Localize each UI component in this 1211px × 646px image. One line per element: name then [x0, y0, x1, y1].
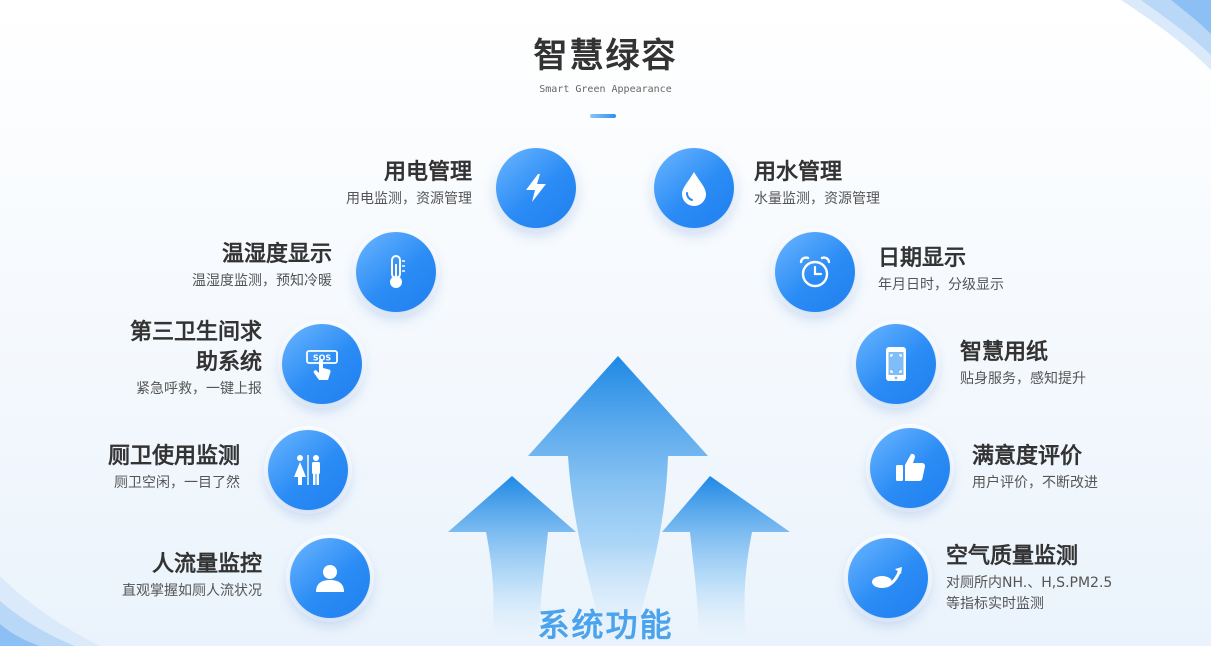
- arrows-up-icon: [448, 356, 790, 646]
- feature-desc: 紧急呼救，一键上报: [136, 381, 262, 397]
- feature-water-text: 用水管理 水量监测，资源管理: [754, 158, 994, 209]
- feature-temperature-text: 温湿度显示 温湿度监测，预知冷暖: [92, 240, 332, 291]
- page-title: 智慧绿容: [533, 36, 678, 76]
- feature-restroom: [268, 430, 348, 510]
- feature-desc: 年月日时，分级显示: [878, 277, 1004, 293]
- feature-sos: SOS: [282, 324, 362, 404]
- lightning-icon: [526, 174, 546, 202]
- feature-name: 满意度评价: [972, 444, 1083, 469]
- feature-desc: 直观掌握如厕人流状况: [122, 583, 262, 599]
- feature-desc: 水量监测，资源管理: [754, 191, 880, 207]
- water-drop-icon: [682, 172, 706, 206]
- feature-desc-line2: 等指标实时监测: [946, 596, 1044, 612]
- feature-rating-text: 满意度评价 用户评价，不断改进: [972, 442, 1211, 493]
- air-flow-icon: [872, 567, 902, 588]
- feature-name: 用电管理: [383, 160, 472, 185]
- feature-paper: [856, 324, 936, 404]
- thumbs-up-icon: [896, 453, 926, 481]
- feature-rating: [870, 428, 950, 508]
- restroom-icon: [294, 455, 320, 485]
- corner-wave-top-right: [1121, 0, 1211, 70]
- feature-people-flow: [290, 538, 370, 618]
- feature-date-text: 日期显示 年月日时，分级显示: [878, 244, 1118, 295]
- page-subtitle: Smart Green Appearance: [539, 84, 672, 95]
- feature-name: 空气质量监测: [946, 544, 1079, 569]
- feature-desc: 贴身服务，感知提升: [960, 371, 1086, 387]
- feature-desc: 温湿度监测，预知冷暖: [192, 273, 332, 289]
- feature-electricity: [496, 148, 576, 228]
- feature-name: 温湿度显示: [221, 242, 332, 267]
- system-function-label: 系统功能: [537, 606, 674, 644]
- feature-desc: 用电监测，资源管理: [346, 191, 472, 207]
- feature-name: 日期显示: [878, 246, 967, 271]
- corner-wave-bottom-left: [0, 576, 100, 646]
- feature-paper-text: 智慧用纸 贴身服务，感知提升: [960, 338, 1200, 389]
- svg-text:SOS: SOS: [313, 354, 332, 363]
- feature-name: 第三卫生间求: [129, 320, 262, 345]
- feature-desc: 厕卫空闲，一目了然: [114, 475, 240, 491]
- feature-date: [775, 232, 855, 312]
- feature-name: 厕卫使用监测: [107, 444, 240, 469]
- feature-air-quality-text: 空气质量监测 对厕所内NH.、H,S.PM2.5 等指标实时监测: [946, 542, 1186, 614]
- feature-people-flow-text: 人流量监控 直观掌握如厕人流状况: [22, 550, 262, 601]
- person-icon: [316, 565, 344, 592]
- feature-restroom-text: 厕卫使用监测 厕卫空闲，一目了然: [0, 442, 240, 493]
- feature-desc: 对厕所内NH.、H,S.PM2.5: [946, 575, 1113, 591]
- title-underline: [590, 114, 616, 118]
- feature-water: [654, 148, 734, 228]
- phone-scan-icon: [886, 347, 906, 381]
- feature-name: 用水管理: [754, 160, 843, 185]
- sos-hand-icon: SOS: [306, 350, 338, 380]
- feature-sos-text: 第三卫生间求 助系统 紧急呼救，一键上报: [22, 318, 262, 399]
- thermometer-icon: [390, 255, 405, 288]
- alarm-clock-icon: [799, 256, 831, 288]
- feature-temperature: [356, 232, 436, 312]
- feature-desc: 用户评价，不断改进: [972, 475, 1098, 491]
- feature-name: 智慧用纸: [960, 340, 1049, 365]
- feature-air-quality: [848, 538, 928, 618]
- feature-name-line2: 助系统: [195, 350, 262, 375]
- feature-electricity-text: 用电管理 用电监测，资源管理: [232, 158, 472, 209]
- feature-name: 人流量监控: [151, 552, 262, 577]
